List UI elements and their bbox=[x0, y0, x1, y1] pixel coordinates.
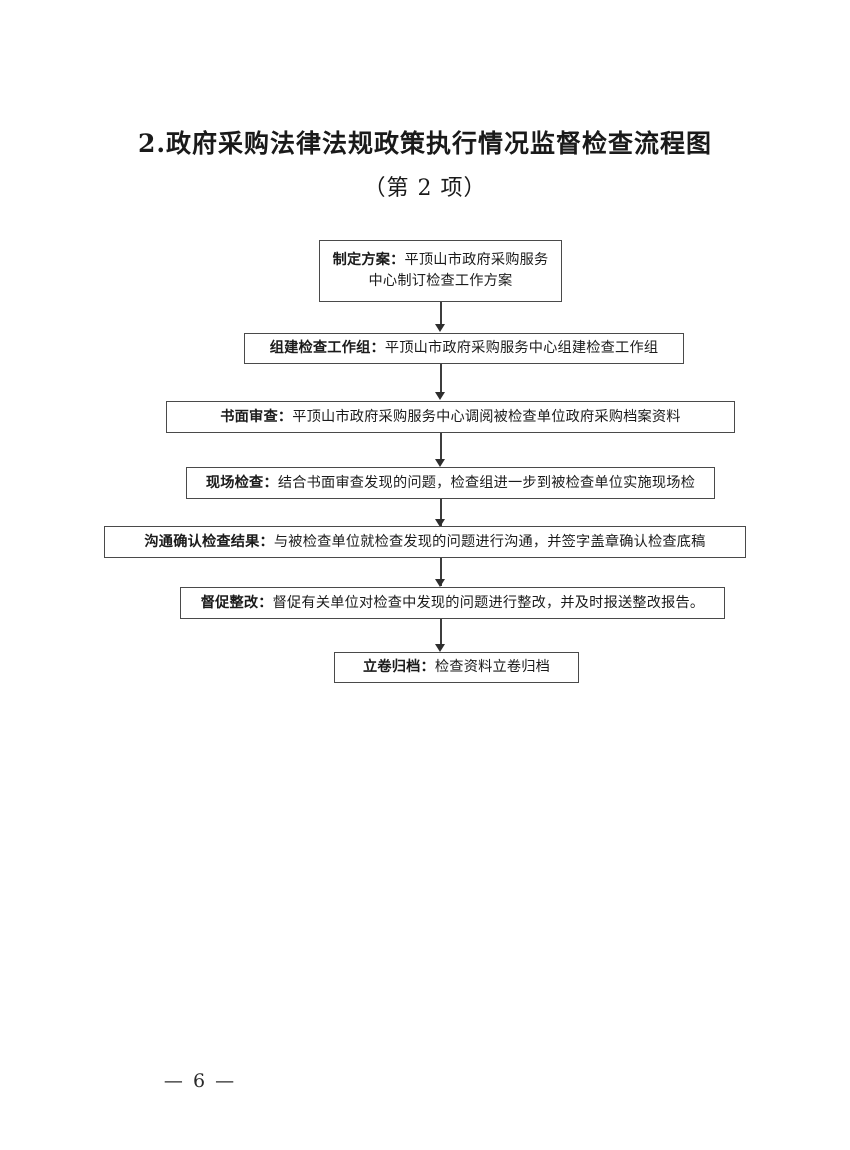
flow-node-text: 平顶山市政府采购服务中心调阅被检查单位政府采购档案资料 bbox=[292, 408, 681, 425]
flow-node-text: 督促有关单位对检查中发现的问题进行整改，并及时报送整改报告。 bbox=[272, 594, 705, 611]
flow-connector-3-4 bbox=[440, 433, 442, 461]
flow-node-label: 现场检查： bbox=[205, 474, 278, 491]
page-title: 2.政府采购法律法规政策执行情况监督检查流程图 bbox=[137, 129, 713, 158]
flow-node-label: 立卷归档： bbox=[362, 659, 435, 676]
flow-connector-5-6 bbox=[440, 558, 442, 586]
page-subtitle: （第 2 项） bbox=[363, 176, 487, 201]
flow-node-label: 制定方案： bbox=[332, 252, 405, 269]
flow-node-form-team: 组建检查工作组：平顶山市政府采购服务中心组建检查工作组 bbox=[244, 333, 684, 364]
flowchart-diagram: 制定方案：平顶山市政府采购服务 中心制订检查工作方案 组建检查工作组：平顶山市政… bbox=[104, 240, 746, 683]
flow-connector-6-7 bbox=[440, 619, 442, 649]
flow-node-text: 平顶山市政府采购服务中心组建检查工作组 bbox=[384, 340, 659, 357]
flow-node-label: 书面审查： bbox=[220, 408, 293, 425]
flow-arrowhead-5-6 bbox=[435, 579, 445, 587]
flow-arrowhead-6-7 bbox=[435, 644, 445, 652]
page-number: — 6 — bbox=[163, 1070, 237, 1092]
flow-connector-1-2 bbox=[440, 302, 442, 327]
flow-arrowhead-4-5 bbox=[435, 519, 445, 527]
flow-node-confirm-results: 沟通确认检查结果：与被检查单位就检查发现的问题进行沟通，并签字盖章确认检查底稿 bbox=[104, 526, 746, 558]
flow-connector-2-3 bbox=[440, 364, 442, 394]
flow-node-label: 沟通确认检查结果： bbox=[144, 533, 274, 550]
flow-node-text: 与被检查单位就检查发现的问题进行沟通，并签字盖章确认检查底稿 bbox=[273, 533, 706, 550]
flow-node-text: 检查资料立卷归档 bbox=[434, 659, 551, 676]
flow-node-prepare-plan: 制定方案：平顶山市政府采购服务 中心制订检查工作方案 bbox=[319, 240, 562, 302]
flow-connector-4-5 bbox=[440, 499, 442, 527]
flow-node-text: 平顶山市政府采购服务 bbox=[404, 252, 549, 269]
flow-node-text-line2: 中心制订检查工作方案 bbox=[368, 273, 513, 289]
flow-node-label: 组建检查工作组： bbox=[269, 340, 385, 357]
flow-node-document-review: 书面审查：平顶山市政府采购服务中心调阅被检查单位政府采购档案资料 bbox=[166, 401, 735, 433]
flow-arrowhead-1-2 bbox=[435, 324, 445, 332]
flow-node-label: 督促整改： bbox=[200, 594, 273, 611]
flow-node-archive: 立卷归档：检查资料立卷归档 bbox=[334, 652, 579, 683]
flow-arrowhead-3-4 bbox=[435, 459, 445, 467]
flow-arrowhead-2-3 bbox=[435, 392, 445, 400]
flow-node-supervise-rectification: 督促整改：督促有关单位对检查中发现的问题进行整改，并及时报送整改报告。 bbox=[180, 587, 725, 619]
flow-node-onsite-inspection: 现场检查：结合书面审查发现的问题，检查组进一步到被检查单位实施现场检 bbox=[186, 467, 715, 499]
flow-node-text: 结合书面审查发现的问题，检查组进一步到被检查单位实施现场检 bbox=[277, 474, 696, 491]
